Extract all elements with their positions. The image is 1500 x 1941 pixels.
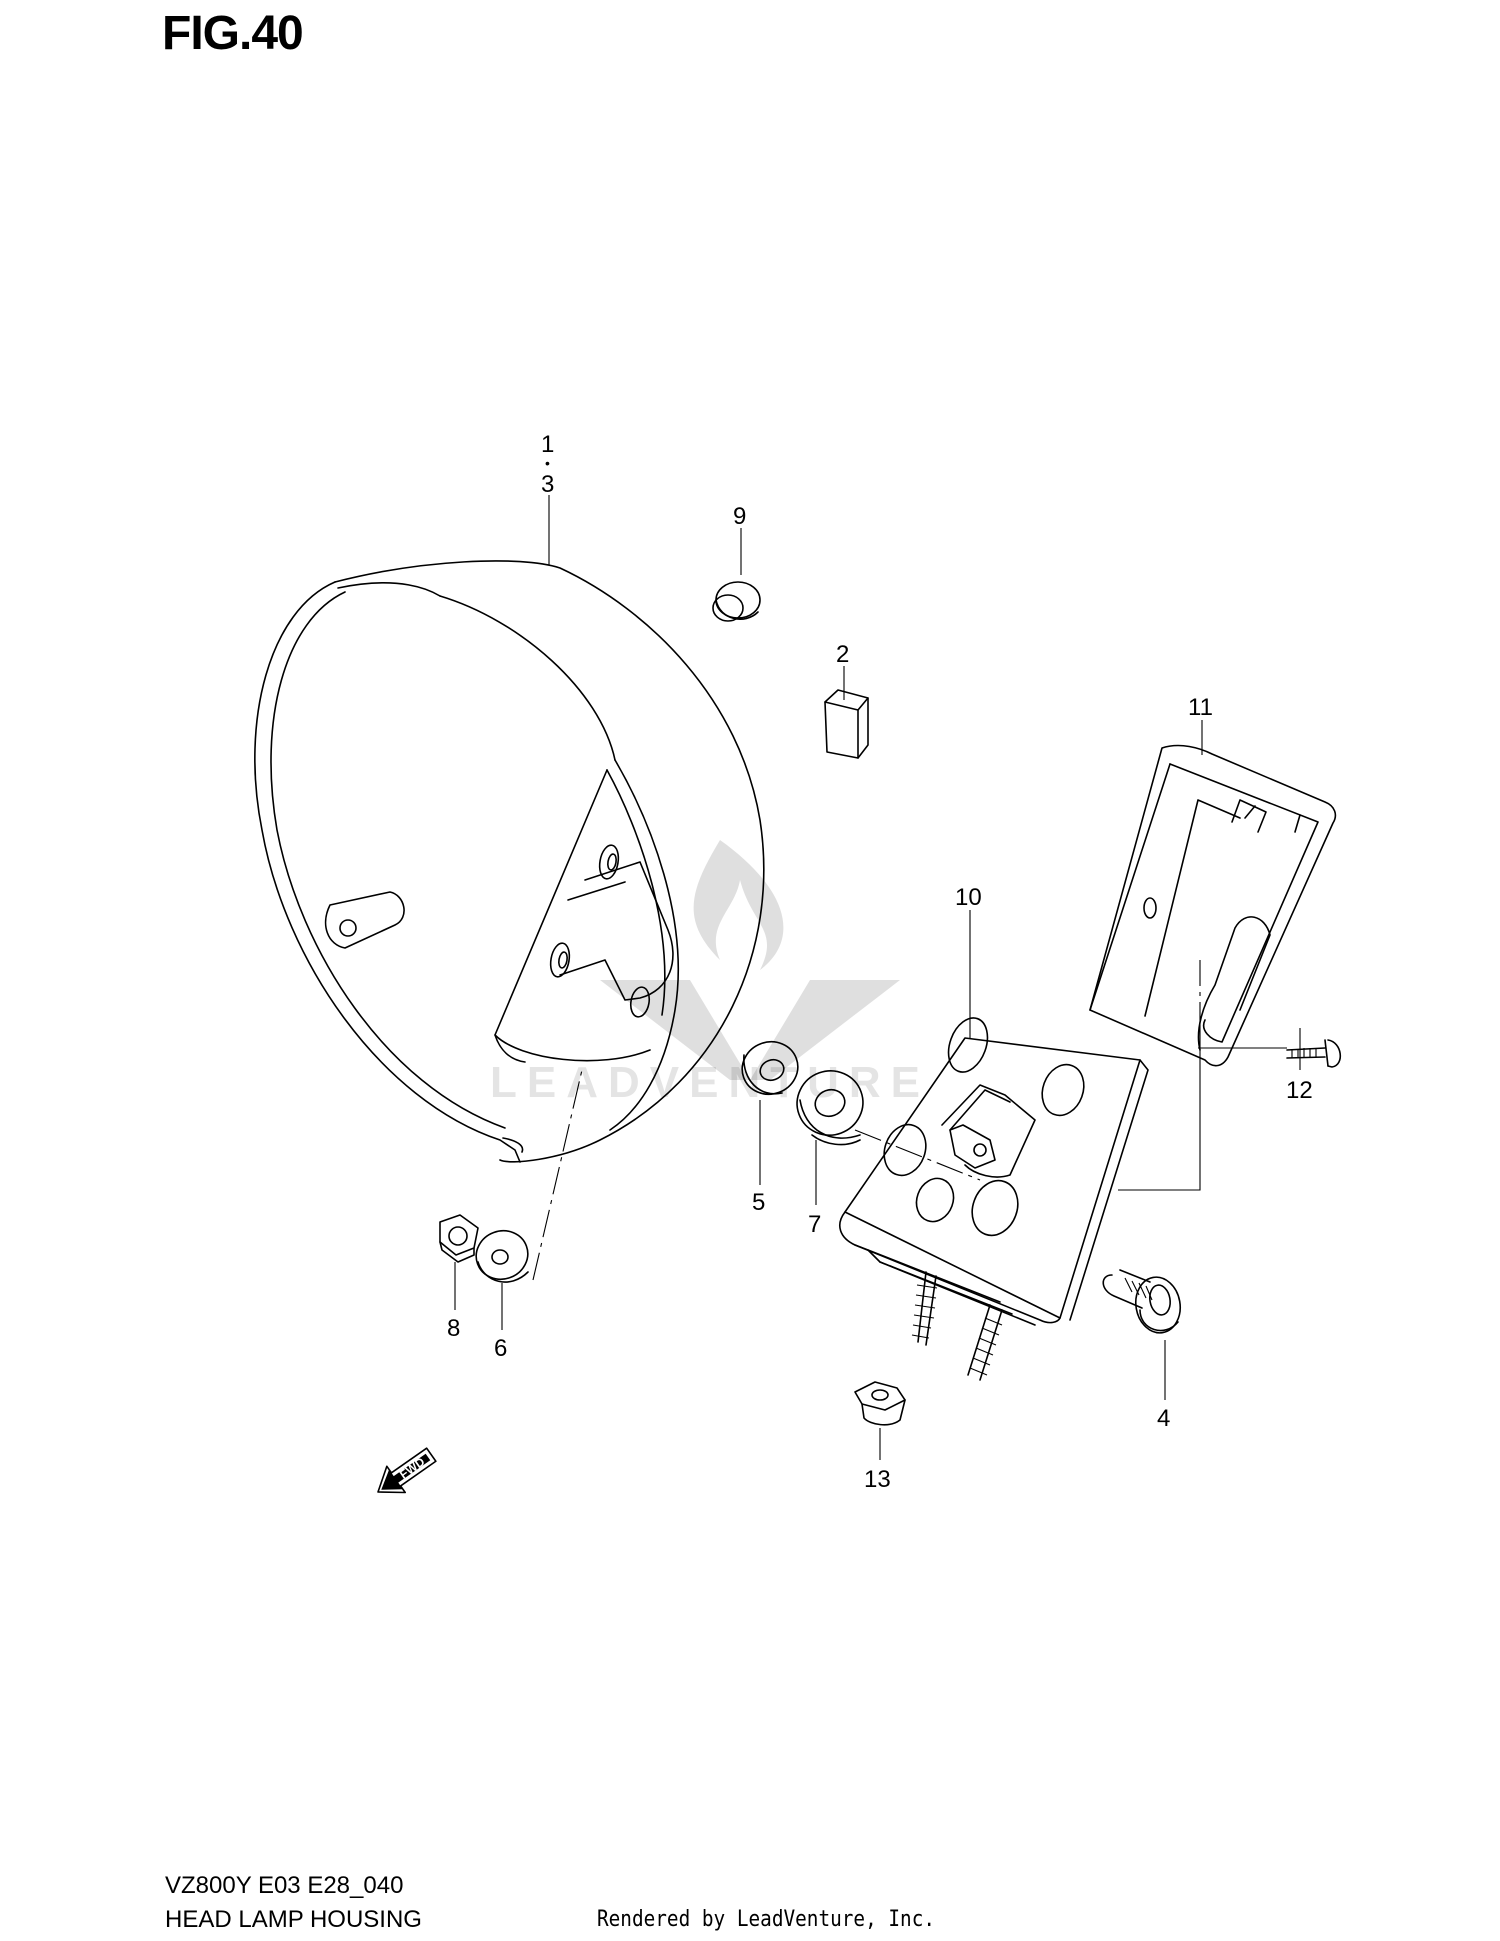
callout-5: 5 [752, 1189, 765, 1216]
diagram-caption: HEAD LAMP HOUSING [165, 1906, 422, 1933]
housing-cover[interactable] [1089, 744, 1337, 1067]
callout-7: 7 [808, 1211, 821, 1238]
washer[interactable] [469, 1224, 534, 1287]
screw[interactable] [1286, 1039, 1341, 1068]
callout-8: 8 [447, 1315, 460, 1342]
model-code: VZ800Y E03 E28_040 [165, 1872, 404, 1899]
callout-1: 1 [541, 431, 554, 458]
leader-lines [454, 495, 1301, 1460]
callout-dot: • [545, 455, 550, 471]
callout-2: 2 [836, 641, 849, 668]
callout-3: 3 [541, 471, 554, 498]
callout-12: 12 [1286, 1077, 1313, 1104]
callout-4: 4 [1157, 1405, 1170, 1432]
callout-11: 11 [1188, 694, 1213, 721]
figure-title: FIG.40 [162, 7, 304, 60]
rubber-plug[interactable] [712, 581, 761, 622]
flange-nut[interactable] [854, 1381, 906, 1426]
callout-13: 13 [864, 1466, 891, 1493]
callout-10: 10 [955, 884, 982, 911]
callout-9: 9 [733, 503, 746, 530]
callout-6: 6 [494, 1335, 507, 1362]
callout-labels: 1 • 3 9 2 11 10 12 5 7 8 6 4 13 [447, 431, 1313, 1493]
headlamp-housing-shell[interactable] [254, 560, 765, 1163]
grommet-large[interactable] [788, 1062, 872, 1146]
mounting-bracket[interactable] [839, 1013, 1149, 1381]
arrow-fwd-icon: FWD [377, 1447, 437, 1494]
render-credit: Rendered by LeadVenture, Inc. [597, 1907, 936, 1932]
nut[interactable] [439, 1214, 479, 1263]
cushion-pad[interactable] [824, 689, 869, 759]
watermark-text: LEADVENTURE [490, 1058, 931, 1107]
bolt[interactable] [1102, 1269, 1184, 1336]
grommet-small[interactable] [735, 1034, 805, 1102]
